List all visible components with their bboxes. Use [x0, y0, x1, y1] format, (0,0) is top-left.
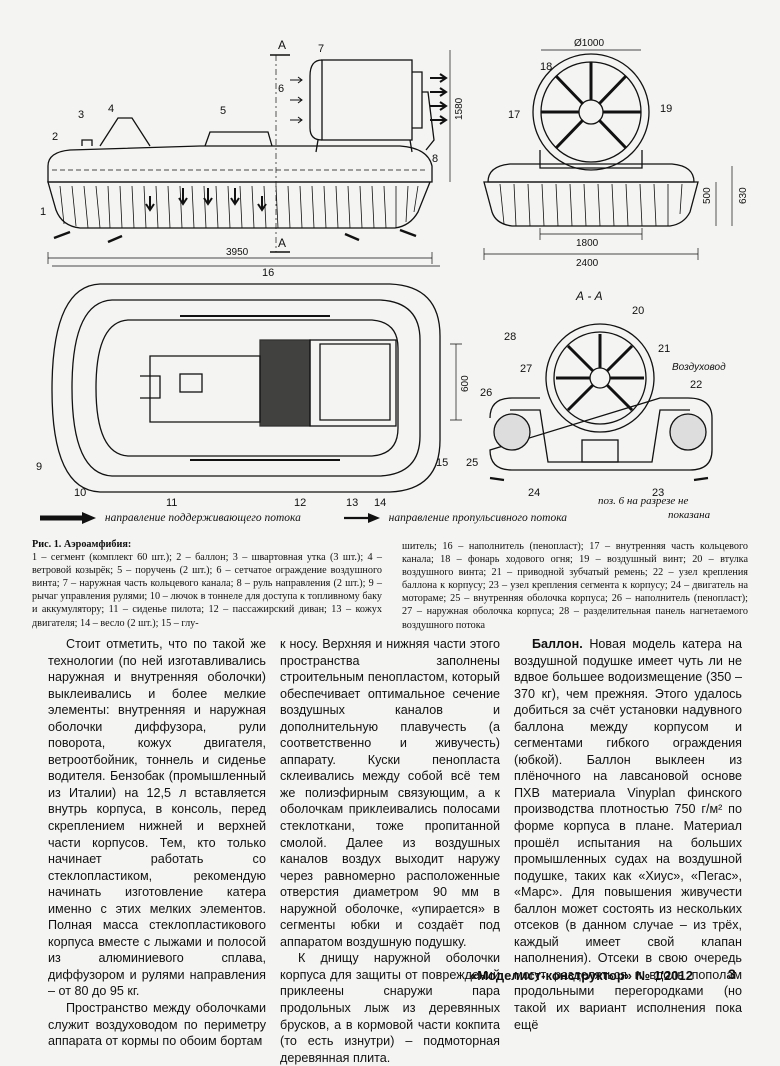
dim-1580: 1580 — [454, 97, 465, 120]
page-number: 3 — [728, 966, 736, 982]
label-10: 10 — [74, 487, 86, 499]
label-26: 26 — [480, 387, 492, 399]
dim-600: 600 — [460, 375, 471, 392]
label-7: 7 — [318, 43, 324, 55]
label-17: 17 — [508, 109, 520, 121]
thrust-arrow-icon — [343, 513, 380, 524]
dim-2400: 2400 — [576, 258, 599, 269]
label-8: 8 — [432, 153, 438, 165]
text-column-3: Баллон. Новая модель катера на воздушной… — [514, 636, 742, 1033]
label-14: 14 — [374, 497, 386, 509]
figure-caption-right: шитель; 16 – наполнитель (пенопласт); 17… — [402, 541, 748, 631]
section-title: А - А — [575, 289, 603, 303]
label-24: 24 — [528, 487, 540, 499]
label-16: 16 — [262, 267, 274, 279]
dim-fan: Ø1000 — [574, 38, 604, 49]
poz-note-line-2: показана — [668, 509, 711, 521]
dim-630: 630 — [738, 187, 749, 204]
col3-paragraph-1: Новая модель катера на воздушной подушке… — [514, 637, 742, 1032]
magazine-footer: «Моделист-конструктор» № 1'2012 — [470, 968, 693, 983]
label-4: 4 — [108, 103, 114, 115]
text-column-1: Стоит отметить, что по такой же технолог… — [48, 636, 266, 1050]
label-1: 1 — [40, 206, 46, 218]
label-5: 5 — [220, 105, 226, 117]
label-21: 21 — [658, 343, 670, 355]
col2-paragraph-1: к носу. Верхняя и нижняя части этого про… — [280, 637, 500, 949]
label-25: 25 — [466, 457, 478, 469]
col1-paragraph-1: Стоит отметить, что по такой же технолог… — [48, 637, 266, 999]
magazine-page: 1 2 3 4 5 6 7 8 A A 1580 3950 Ø1000 18 1… — [32, 38, 760, 1065]
section-mark-top: A — [278, 38, 286, 52]
label-12: 12 — [294, 497, 306, 509]
plan-view — [51, 265, 462, 493]
label-28: 28 — [504, 331, 516, 343]
dim-500: 500 — [702, 187, 713, 204]
label-13: 13 — [346, 497, 358, 509]
figure-caption-left: Рис. 1. Аэроамфибия: 1 – сегмент (компле… — [32, 538, 382, 630]
label-19: 19 — [660, 103, 672, 115]
label-22: 22 — [690, 379, 702, 391]
label-9: 9 — [36, 461, 42, 473]
poz-note-line-1: поз. 6 на разрезе не — [598, 495, 689, 507]
label-27: 27 — [520, 363, 532, 375]
air-duct-label: Воздуховод — [672, 362, 726, 373]
legend-lift: направление поддерживающего потока — [104, 512, 301, 524]
legend-thrust: направление пропульсивного потока — [388, 512, 568, 524]
dim-3950: 3950 — [226, 247, 249, 258]
hovercraft-drawings: 1 2 3 4 5 6 7 8 A A 1580 3950 Ø1000 18 1… — [36, 38, 749, 509]
col1-paragraph-2: Пространство между оболочками служит воз… — [48, 1001, 266, 1049]
col3-heading: Баллон. — [532, 637, 583, 651]
label-6: 6 — [278, 83, 284, 95]
label-15: 15 — [436, 457, 448, 469]
col2-paragraph-2: К днищу наружной оболочки корпуса для за… — [280, 951, 500, 1065]
front-view — [483, 49, 733, 260]
label-23: 23 — [652, 487, 664, 499]
label-2: 2 — [52, 131, 58, 143]
side-view — [47, 50, 451, 264]
flow-legend: направление поддерживающего потока напра… — [40, 512, 760, 534]
label-20: 20 — [632, 305, 644, 317]
text-column-2: к носу. Верхняя и нижняя части этого про… — [280, 636, 500, 1066]
label-11: 11 — [166, 497, 177, 509]
label-3: 3 — [78, 109, 84, 121]
section-a-a — [489, 323, 713, 482]
label-18: 18 — [540, 61, 552, 73]
caption-title: Рис. 1. Аэроамфибия: — [32, 539, 132, 550]
poz-note: поз. 6 на разрезе не показана — [598, 494, 710, 522]
caption-left-text: 1 – сегмент (комплект 60 шт.); 2 – балло… — [32, 552, 382, 629]
dim-1800: 1800 — [576, 238, 599, 249]
section-mark-bottom: A — [278, 236, 286, 250]
lift-arrow-icon — [40, 512, 96, 525]
